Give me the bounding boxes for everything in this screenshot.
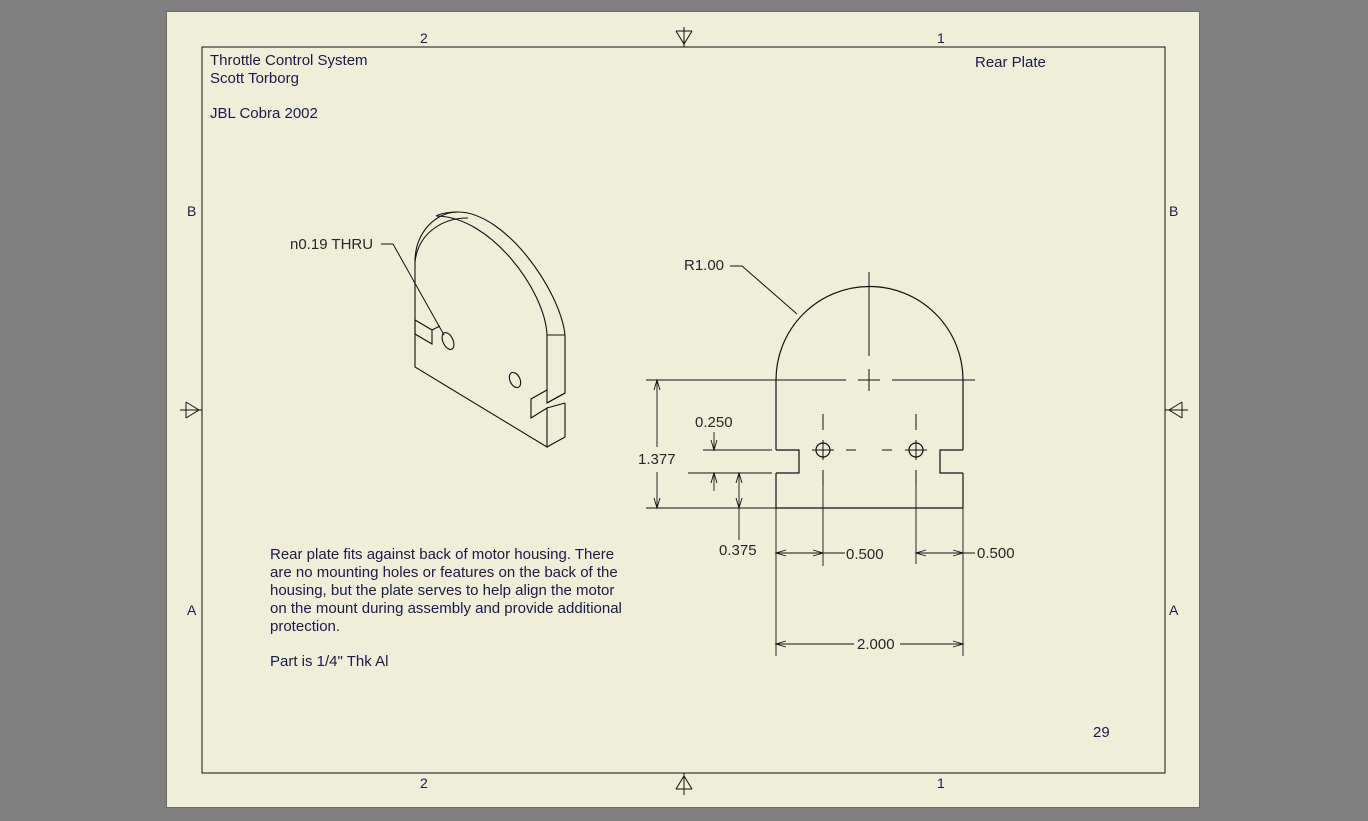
- dim-overall-width-label: 2.000: [857, 636, 895, 653]
- radius-callout: R1.00: [684, 257, 725, 274]
- notes-material: Part is 1/4" Thk Al: [270, 653, 389, 670]
- zone-label-top-right: 1: [937, 30, 945, 46]
- page-number: 29: [1093, 724, 1110, 741]
- zone-label-top-left: 2: [420, 30, 428, 46]
- zone-label-bottom-left: 2: [420, 775, 428, 791]
- dim-0250: [688, 432, 772, 491]
- dim-0500-right: [914, 486, 975, 564]
- zone-label-right-lower: A: [1169, 602, 1179, 618]
- center-lines: [776, 272, 975, 486]
- vehicle-name: JBL Cobra 2002: [210, 105, 318, 122]
- isometric-view: [414, 211, 566, 448]
- center-mark-left: [180, 401, 202, 419]
- hole-leader: [381, 243, 445, 336]
- zone-label-right-upper: B: [1169, 203, 1179, 219]
- dim-0500-left: [774, 486, 845, 566]
- dim-hole-right-label: 0.500: [977, 545, 1015, 562]
- dim-slot-width-label: 0.250: [695, 414, 733, 431]
- dim-hole-left-label: 0.500: [846, 546, 884, 563]
- dim-0375: [735, 471, 743, 540]
- zone-label-left-lower: A: [187, 602, 197, 618]
- hole-callout: n0.19 THRU: [290, 236, 374, 253]
- part-name: Rear Plate: [975, 54, 1046, 71]
- center-mark-top: [675, 27, 693, 47]
- dim-height-label: 1.377: [638, 451, 676, 468]
- drawing-sheet: [166, 11, 1200, 808]
- notes-body: Rear plate fits against back of motor ho…: [270, 546, 622, 635]
- zone-label-bottom-right: 1: [937, 775, 945, 791]
- center-mark-right: [1165, 401, 1188, 419]
- dim-1377: [646, 378, 776, 510]
- zone-label-left-upper: B: [187, 203, 197, 219]
- radius-leader: [730, 265, 798, 315]
- dim-2000: [774, 558, 965, 656]
- center-mark-bottom: [675, 773, 693, 795]
- author-name: Scott Torborg: [210, 70, 299, 87]
- dim-slot-offset-label: 0.375: [719, 542, 757, 559]
- project-title: Throttle Control System: [210, 52, 368, 69]
